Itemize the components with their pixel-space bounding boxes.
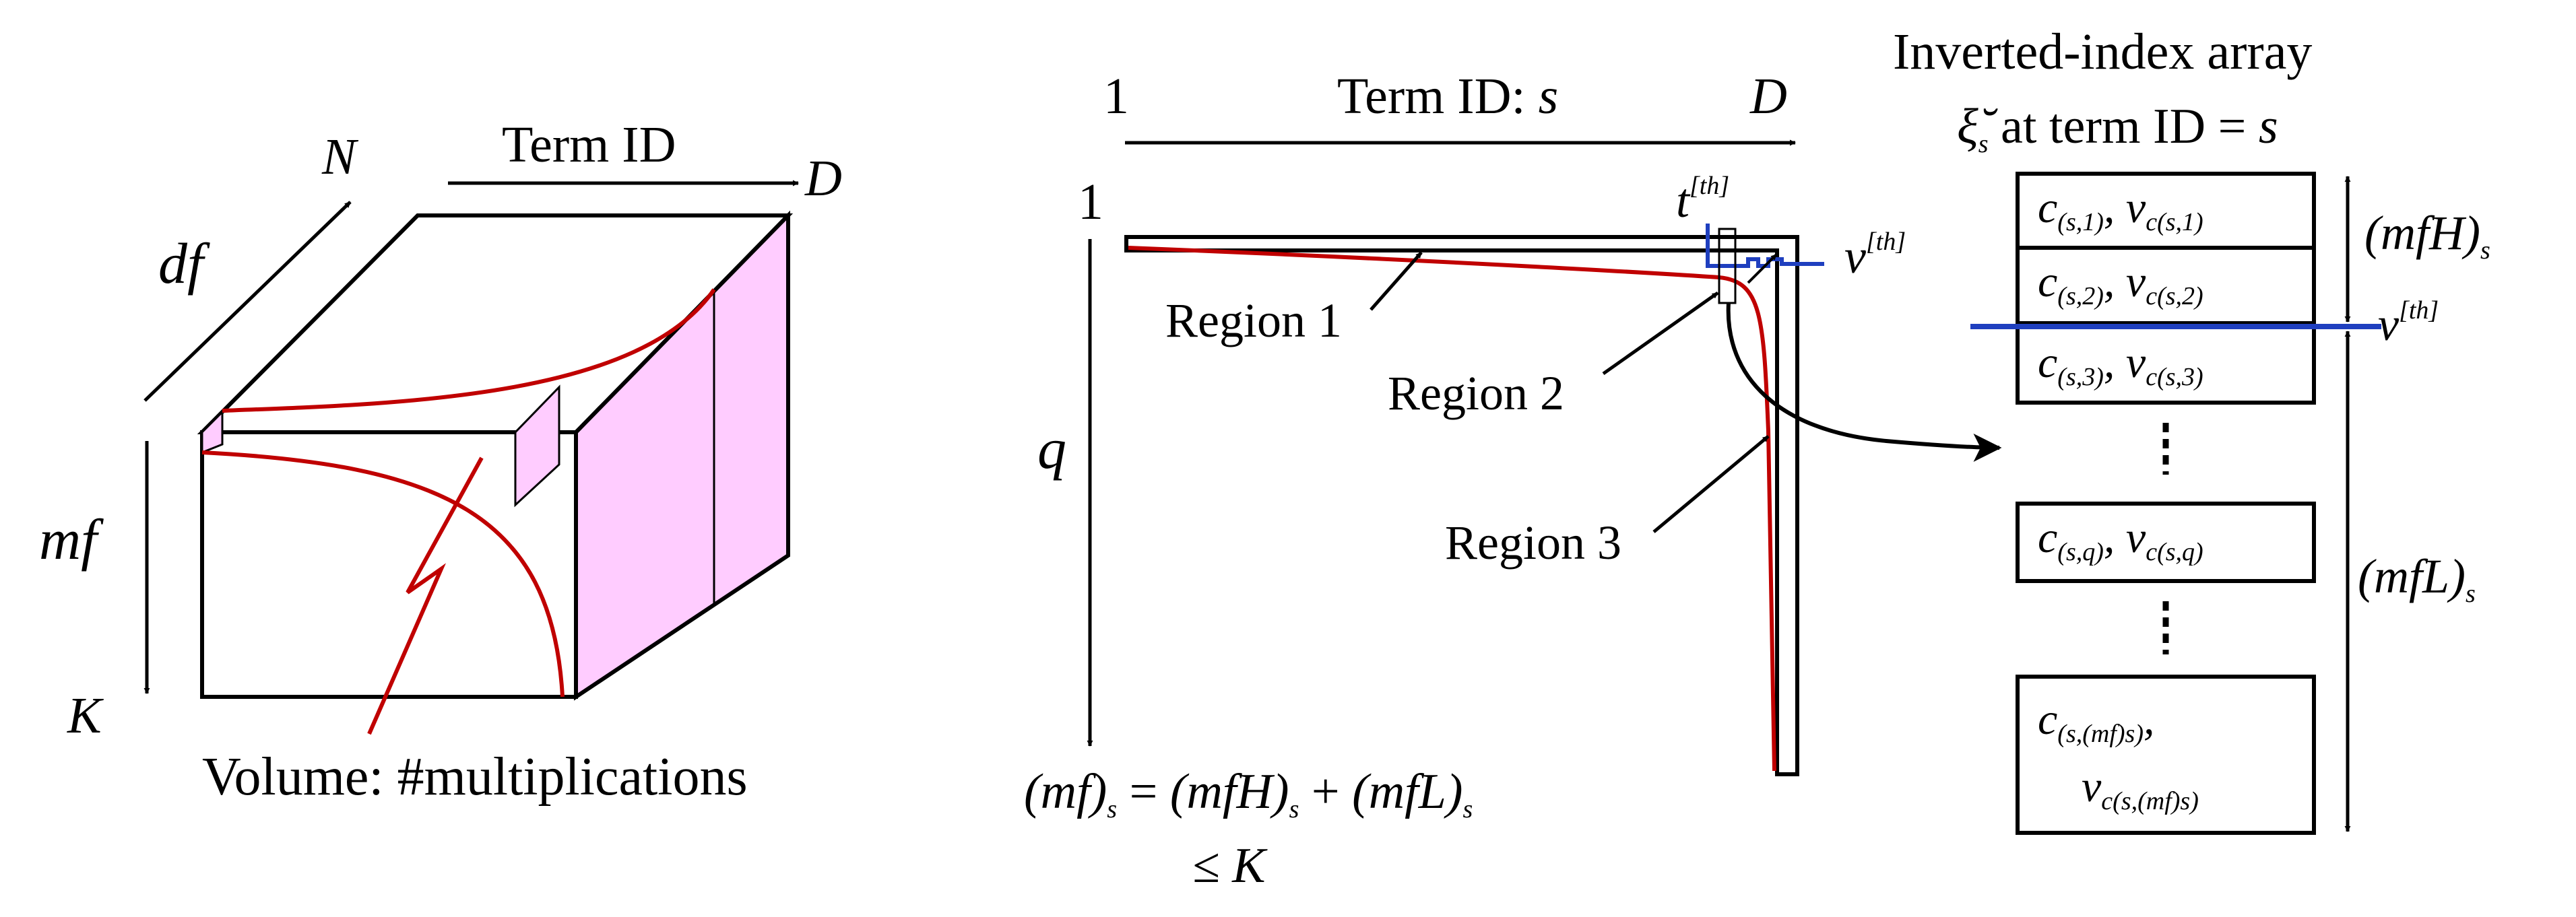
cell-text-last-v: vc(s,(mf)s) bbox=[2082, 762, 2199, 815]
array-cell bbox=[2016, 675, 2316, 835]
label-d-cube: D bbox=[804, 150, 842, 207]
cell-text-3: c(s,3), vc(s,3) bbox=[2038, 338, 2203, 391]
matrix-label-q: q bbox=[1037, 416, 1066, 481]
label-one-top: 1 bbox=[1103, 68, 1129, 125]
matrix-red-curve bbox=[1128, 246, 1776, 772]
mfl-label: (mfL)s bbox=[2358, 549, 2476, 608]
region1-pointer bbox=[1370, 251, 1423, 311]
region1-label: Region 1 bbox=[1165, 294, 1342, 347]
vth-pointer bbox=[1747, 253, 1778, 284]
cube-corner-wedge bbox=[201, 409, 224, 454]
array-cell bbox=[2016, 321, 2316, 405]
cell-text-1: c(s,1), vc(s,1) bbox=[2038, 183, 2203, 236]
t-th-label: t[th] bbox=[1676, 172, 1729, 228]
array-subtitle: ξ̆s at term ID = s bbox=[1957, 99, 2278, 158]
array-title: Inverted-index array bbox=[1893, 24, 2312, 80]
array-cell bbox=[2016, 502, 2316, 583]
sparse-matrix bbox=[1087, 139, 2002, 776]
cube-slice bbox=[514, 384, 560, 508]
cell-text-last-c: c(s,(mf)s), bbox=[2038, 695, 2155, 748]
cube-top-curve bbox=[222, 288, 716, 413]
mfh-label: (mfH)s bbox=[2364, 206, 2490, 265]
matrix-label-d: D bbox=[1749, 68, 1787, 125]
lightning-pointer bbox=[367, 456, 484, 735]
array-cell bbox=[2016, 246, 2316, 325]
le-k-label: ≤ K bbox=[1192, 838, 1268, 893]
v-th-matrix-label: v[th] bbox=[1844, 228, 1906, 283]
cube-right-face bbox=[574, 210, 790, 701]
region3-pointer bbox=[1652, 435, 1770, 533]
region3-label: Region 3 bbox=[1445, 516, 1621, 570]
region2-pointer bbox=[1602, 291, 1719, 376]
array-cell bbox=[2016, 172, 2316, 250]
region2-label: Region 2 bbox=[1388, 366, 1564, 420]
cell-text-2: c(s,2), vc(s,2) bbox=[2038, 257, 2203, 310]
column-to-array-arrow bbox=[1726, 302, 2002, 462]
label-k: K bbox=[67, 687, 104, 744]
matrix-term-id-label: Term ID: s bbox=[1337, 68, 1558, 125]
inverted-index-array bbox=[1970, 172, 2381, 835]
v-th-array-label: v[th] bbox=[2378, 296, 2439, 351]
label-one-left: 1 bbox=[1078, 174, 1103, 230]
volume-caption: Volume: #multiplications bbox=[202, 747, 748, 807]
cell-text-q: c(s,q), vc(s,q) bbox=[2038, 513, 2203, 566]
matrix-outline bbox=[1124, 235, 1799, 776]
axis-df-arrow bbox=[143, 201, 352, 402]
label-n: N bbox=[321, 129, 359, 185]
cube-front-curve bbox=[201, 450, 565, 698]
mf-equation: (mf)s = (mfH)s + (mfL)s bbox=[1024, 764, 1473, 823]
label-mf: mf bbox=[39, 507, 104, 572]
label-df: df bbox=[158, 231, 210, 296]
label-term-id: Term ID bbox=[502, 116, 676, 173]
volume-cube bbox=[197, 210, 794, 735]
